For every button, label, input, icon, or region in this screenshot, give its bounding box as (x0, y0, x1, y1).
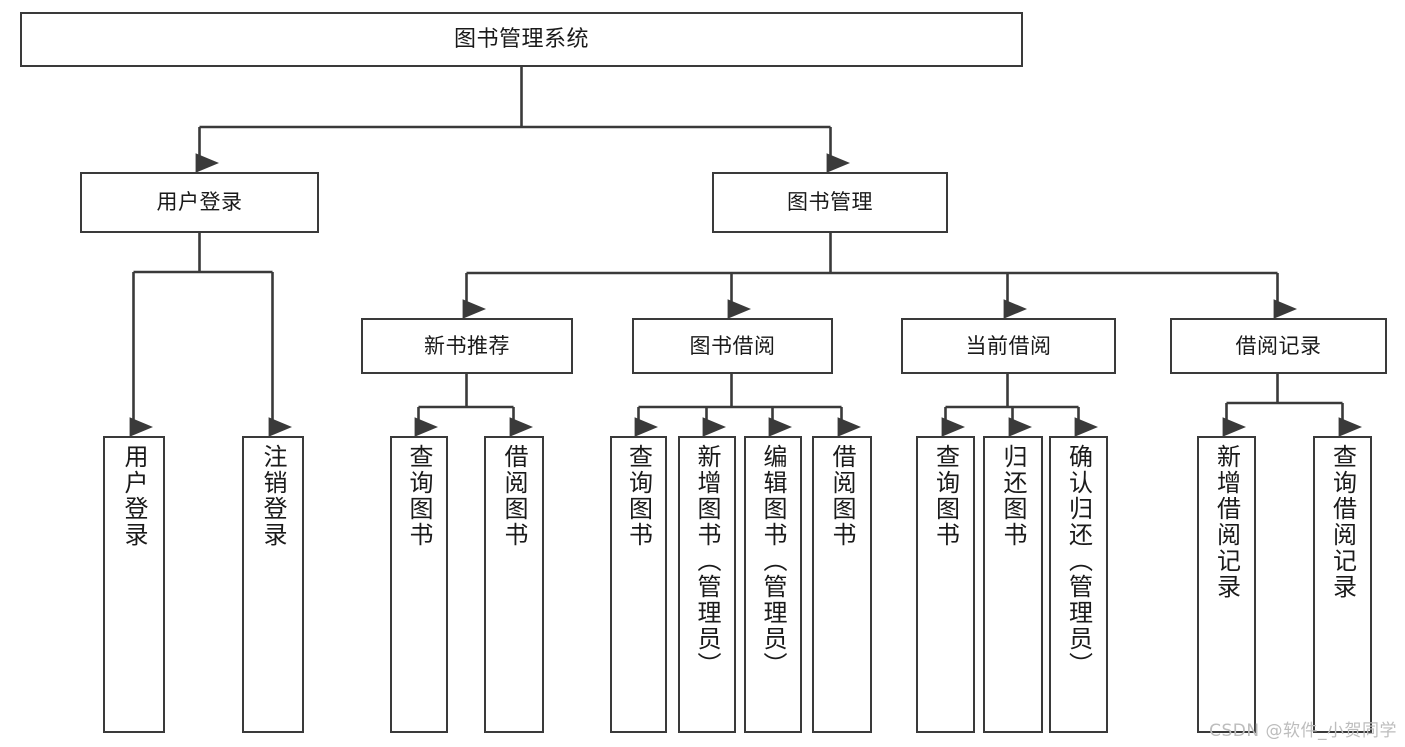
node-leaf-query-book-rec[interactable]: 查询图书 (390, 436, 448, 733)
node-label-new-book-recommend: 新书推荐 (424, 333, 510, 358)
node-label-leaf-logout-login: 注销登录 (259, 444, 287, 548)
node-label-leaf-borrow-book-rec: 借阅图书 (500, 444, 528, 548)
node-label-leaf-confirm-return-admin: 确认归还（管理员） (1064, 444, 1093, 678)
node-leaf-confirm-return-admin[interactable]: 确认归还（管理员） (1049, 436, 1108, 733)
node-label-leaf-query-borrow-record: 查询借阅记录 (1328, 444, 1357, 600)
node-label-book-borrow: 图书借阅 (689, 333, 776, 358)
node-label-book-manage: 图书管理 (787, 190, 873, 215)
node-root[interactable]: 图书管理系统 (20, 12, 1023, 67)
node-label-leaf-user-login: 用户登录 (120, 444, 148, 548)
node-label-current-borrow: 当前借阅 (965, 333, 1052, 358)
node-leaf-borrow-book[interactable]: 借阅图书 (812, 436, 872, 733)
node-label-borrow-record: 借阅记录 (1235, 333, 1322, 358)
node-leaf-user-login[interactable]: 用户登录 (103, 436, 165, 733)
node-leaf-return-book[interactable]: 归还图书 (983, 436, 1043, 733)
node-label-leaf-add-book-admin: 新增图书（管理员） (693, 444, 721, 678)
node-label-leaf-query-book-rec: 查询图书 (405, 444, 433, 548)
node-borrow-record[interactable]: 借阅记录 (1170, 318, 1387, 374)
node-leaf-borrow-book-rec[interactable]: 借阅图书 (484, 436, 544, 733)
node-leaf-add-borrow-record[interactable]: 新增借阅记录 (1197, 436, 1256, 733)
node-label-user-login: 用户登录 (156, 190, 243, 215)
node-label-leaf-borrow-book: 借阅图书 (828, 444, 856, 548)
node-leaf-logout-login[interactable]: 注销登录 (242, 436, 304, 733)
node-leaf-add-book-admin[interactable]: 新增图书（管理员） (678, 436, 736, 733)
node-current-borrow[interactable]: 当前借阅 (901, 318, 1116, 374)
node-label-leaf-query-book-current: 查询图书 (931, 444, 960, 548)
watermark-text: CSDN @软件_小贺同学 (1209, 721, 1397, 741)
node-book-borrow[interactable]: 图书借阅 (632, 318, 833, 374)
node-book-manage[interactable]: 图书管理 (712, 172, 948, 233)
node-leaf-query-book-borrow[interactable]: 查询图书 (610, 436, 667, 733)
node-label-root: 图书管理系统 (453, 26, 589, 52)
node-label-leaf-return-book: 归还图书 (999, 444, 1027, 548)
node-leaf-query-borrow-record[interactable]: 查询借阅记录 (1313, 436, 1372, 733)
node-new-book-recommend[interactable]: 新书推荐 (361, 318, 573, 374)
node-label-leaf-edit-book-admin: 编辑图书（管理员） (759, 444, 787, 678)
node-leaf-edit-book-admin[interactable]: 编辑图书（管理员） (744, 436, 802, 733)
node-user-login[interactable]: 用户登录 (80, 172, 319, 233)
node-leaf-query-book-current[interactable]: 查询图书 (916, 436, 975, 733)
node-label-leaf-add-borrow-record: 新增借阅记录 (1212, 444, 1241, 600)
node-label-leaf-query-book-borrow: 查询图书 (624, 444, 653, 548)
